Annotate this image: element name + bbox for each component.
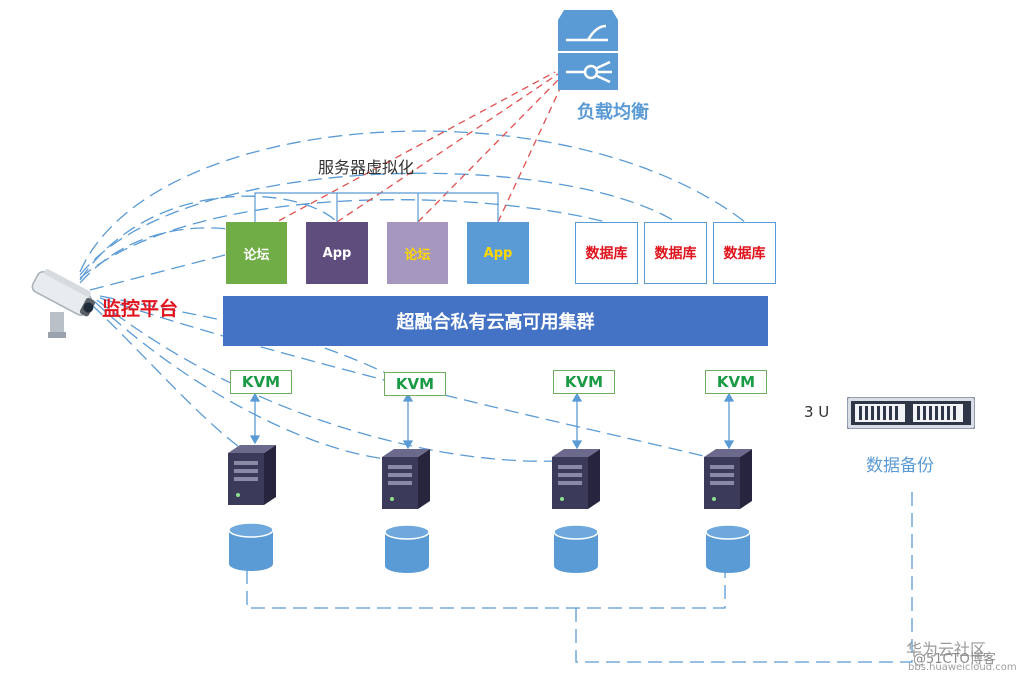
storage-icon <box>553 524 599 578</box>
storage-icon <box>384 524 430 578</box>
database-box-1: 数据库 <box>575 222 638 284</box>
kvm-label: KVM <box>716 373 756 391</box>
app-box-app-2: App <box>467 222 529 284</box>
storage-icon <box>228 522 274 576</box>
backup-size-label: 3 U <box>804 403 830 421</box>
storage-icon <box>705 524 751 578</box>
watermark-line-1: 华为云社区 <box>906 640 987 659</box>
database-label: 数据库 <box>585 246 628 262</box>
kvm-box-4: KVM <box>705 370 767 394</box>
server-icon <box>382 447 432 513</box>
server-icon <box>704 447 754 513</box>
app-box-label: App <box>483 245 513 261</box>
load-balancer-label: 负载均衡 <box>577 102 649 123</box>
database-box-3: 数据库 <box>713 222 776 284</box>
app-box-label: 论坛 <box>243 247 270 263</box>
server-icon <box>228 443 278 509</box>
monitor-platform-label: 监控平台 <box>102 298 179 320</box>
app-box-forum-2: 论坛 <box>387 222 448 284</box>
database-label: 数据库 <box>654 246 697 262</box>
kvm-box-1: KVM <box>230 370 292 394</box>
virtualization-label: 服务器虚拟化 <box>318 158 415 177</box>
app-box-label: App <box>322 245 352 261</box>
app-box-app-1: App <box>306 222 368 284</box>
kvm-label: KVM <box>564 373 604 391</box>
database-label: 数据库 <box>723 246 766 262</box>
server-icon <box>552 447 602 513</box>
cluster-bar: 超融合私有云高可用集群 <box>223 296 768 346</box>
app-box-forum-1: 论坛 <box>226 222 287 284</box>
backup-label: 数据备份 <box>866 456 934 476</box>
watermark-line-2: @51CTO博客 <box>913 652 996 667</box>
kvm-label: KVM <box>395 375 435 393</box>
camera-icon <box>24 268 104 340</box>
kvm-box-2: KVM <box>384 372 446 396</box>
backup-rack-icon <box>846 396 976 433</box>
database-box-2: 数据库 <box>644 222 707 284</box>
cluster-label: 超融合私有云高可用集群 <box>396 312 595 333</box>
load-balancer-icon <box>558 10 618 90</box>
app-box-label: 论坛 <box>404 247 431 263</box>
kvm-box-3: KVM <box>553 370 615 394</box>
watermark-line-3: bbs.huaweicloud.com <box>908 662 1017 673</box>
kvm-label: KVM <box>241 373 281 391</box>
